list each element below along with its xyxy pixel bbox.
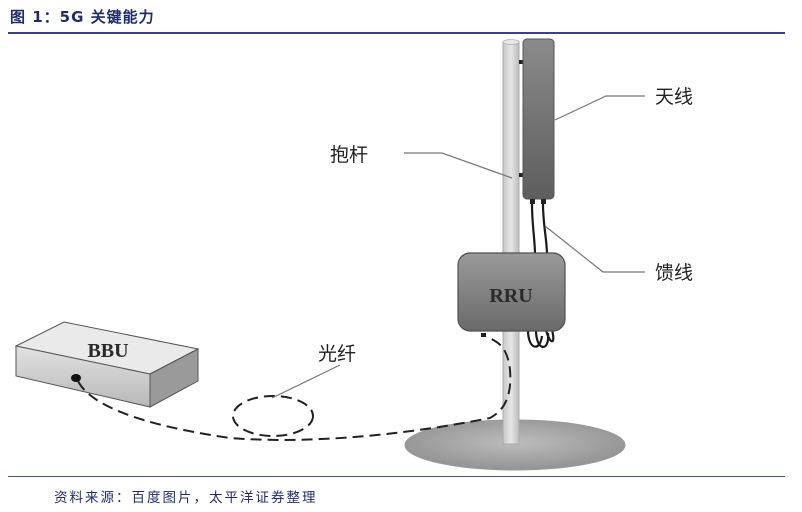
rru-label: RRU [489, 285, 532, 307]
feeder-leader [544, 225, 645, 273]
pole-leader [404, 152, 513, 179]
bottom-rule [8, 476, 785, 477]
fiber-leader [271, 364, 341, 399]
rru-unit [457, 252, 566, 332]
bbu-label: BBU [87, 340, 128, 362]
antenna-bracket [519, 60, 523, 64]
antenna-bracket [519, 173, 523, 177]
callout-lines [271, 95, 645, 399]
feeder-connector [541, 199, 546, 204]
source-note: 资料来源：百度图片，太平洋证券整理 [54, 490, 318, 506]
top-rule [8, 32, 785, 34]
pole-callout: 抱杆 [330, 144, 368, 166]
fiber-callout: 光纤 [318, 343, 356, 365]
rru-fiber-port [481, 333, 486, 337]
bbu-fiber-port [71, 374, 81, 382]
pole [502, 39, 520, 445]
figure-title: 图 1：5G 关键能力 [10, 8, 155, 26]
feeder-callout: 馈线 [655, 262, 693, 284]
antenna-leader [554, 95, 645, 121]
antenna [522, 38, 555, 200]
bbu-unit [14, 321, 200, 408]
feeder-connector [530, 199, 535, 204]
feeder-cables [526, 203, 555, 348]
antenna-callout: 天线 [655, 86, 693, 108]
fiber-cable [77, 336, 512, 441]
